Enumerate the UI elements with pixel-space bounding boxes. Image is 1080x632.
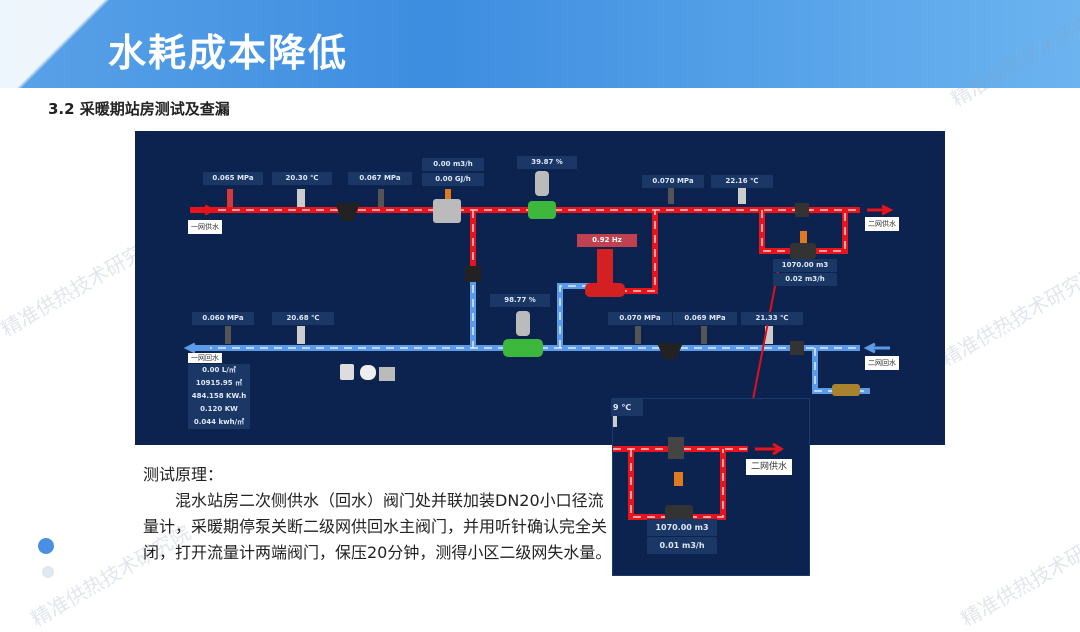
pump-frequency: 0.92 Hz — [577, 234, 637, 247]
inset-supply-tag: 二网供水 — [746, 459, 793, 475]
arrow-left-icon — [183, 342, 210, 354]
sensor-icons — [225, 171, 860, 396]
flow-meter-icon — [433, 199, 461, 223]
zoomed-bypass-inset: 9 ℃ 二网供水 1070.00 m3 0.01 m3/h — [611, 398, 810, 576]
principle-heading: 测试原理： — [143, 465, 224, 484]
flow-reading: 0.00 m3/h — [422, 158, 484, 171]
pipe-network — [183, 171, 894, 426]
principle-body: 混水站房二次侧供水（回水）阀门处并联加装DN20小口径流量计，采暖期停泵关断二级… — [143, 491, 612, 562]
temperature-sensor-icon — [613, 413, 617, 427]
filter-icon — [335, 203, 360, 221]
primary-supply-tag: 一网供水 — [188, 220, 222, 234]
stat-value: 0.044 kwh/㎡ — [188, 416, 250, 429]
pressure-sensor-icon — [668, 186, 674, 204]
test-principle: 测试原理： 混水站房二次侧供水（回水）阀门处并联加装DN20小口径流量计，采暖期… — [143, 462, 613, 566]
reading-label: 0.065 MPa — [203, 172, 263, 185]
stat-value: 10915.95 ㎡ — [188, 377, 250, 390]
primary-return-tag: 一网回水 — [188, 353, 222, 363]
pressure-sensor-icon — [225, 326, 231, 344]
supply-pipes — [190, 207, 860, 294]
valve-icon — [465, 266, 481, 282]
sensor-dome-icon — [360, 365, 376, 380]
stat-value: 0.00 L/㎡ — [188, 364, 250, 377]
bypass-total: 1070.00 m3 — [773, 259, 837, 272]
scada-diagram: 0.065 MPa 20.30 ℃ 0.067 MPa 0.00 m3/h 0.… — [135, 131, 945, 445]
pressure-sensor-icon — [701, 326, 707, 344]
arrow-right-icon — [867, 204, 894, 216]
valve-opening: 98.77 % — [490, 294, 550, 307]
reading-label: 0.069 MPa — [673, 312, 737, 325]
watermark: 精准供热技术研究院 — [956, 520, 1080, 632]
pressure-sensor-icon — [227, 189, 233, 207]
temperature-sensor-icon — [765, 326, 773, 344]
stat-value: 0.120 KW — [188, 403, 250, 416]
arrow-right-icon — [190, 204, 217, 216]
temperature-sensor-icon — [297, 189, 305, 207]
filter-icon — [657, 343, 683, 359]
reading-label: 0.070 MPa — [608, 312, 672, 325]
temperature-sensor-icon — [738, 186, 746, 204]
reading-label: 21.33 ℃ — [741, 312, 803, 325]
inset-flow: 0.01 m3/h — [647, 537, 717, 554]
page-title: 水耗成本降低 — [108, 31, 349, 75]
reading-label: 20.30 ℃ — [272, 172, 332, 185]
stat-value: 484.158 KW.h — [188, 390, 250, 403]
pressure-sensor-icon — [378, 189, 384, 207]
reading-label: 20.68 ℃ — [272, 312, 334, 325]
arrow-right-icon — [755, 442, 784, 456]
watermark: 精准供热技术研究院 — [936, 260, 1080, 372]
header-decoration — [0, 0, 130, 120]
pump-inlet-pipe — [557, 283, 590, 348]
controller-icon — [340, 364, 354, 380]
section-subtitle: 3.2 采暖期站房测试及查漏 — [48, 100, 230, 118]
meter-icon — [832, 384, 860, 396]
pressure-sensor-icon — [635, 326, 641, 344]
arrow-left-icon — [863, 342, 890, 354]
secondary-return-tag: 二网回水 — [865, 356, 899, 370]
inset-total: 1070.00 m3 — [647, 519, 717, 536]
control-valve-icon — [535, 171, 549, 196]
decor-dot — [42, 566, 54, 578]
valve-icon — [790, 341, 804, 355]
reading-label: 0.060 MPa — [192, 312, 254, 325]
valve-icon — [668, 437, 684, 459]
temperature-sensor-icon — [297, 326, 305, 344]
reading-label: 22.16 ℃ — [711, 175, 773, 188]
heat-reading: 0.00 GJ/h — [422, 173, 484, 186]
inset-temp: 9 ℃ — [611, 399, 643, 416]
meter-icon — [379, 367, 395, 381]
decor-dot — [38, 538, 54, 554]
pump-icon — [597, 249, 613, 289]
flow-meter-icon — [674, 472, 683, 486]
valve-icon — [795, 203, 809, 217]
reading-label: 0.070 MPa — [642, 175, 704, 188]
reading-label: 0.067 MPa — [348, 172, 412, 185]
bypass-flow: 0.02 m3/h — [773, 273, 837, 286]
control-valve-icon — [516, 311, 530, 336]
bypass-meter-icon — [800, 231, 807, 243]
valve-opening: 39.87 % — [517, 156, 577, 169]
header-banner: 水耗成本降低 — [0, 0, 1080, 120]
secondary-supply-tag: 二网供水 — [865, 217, 899, 231]
